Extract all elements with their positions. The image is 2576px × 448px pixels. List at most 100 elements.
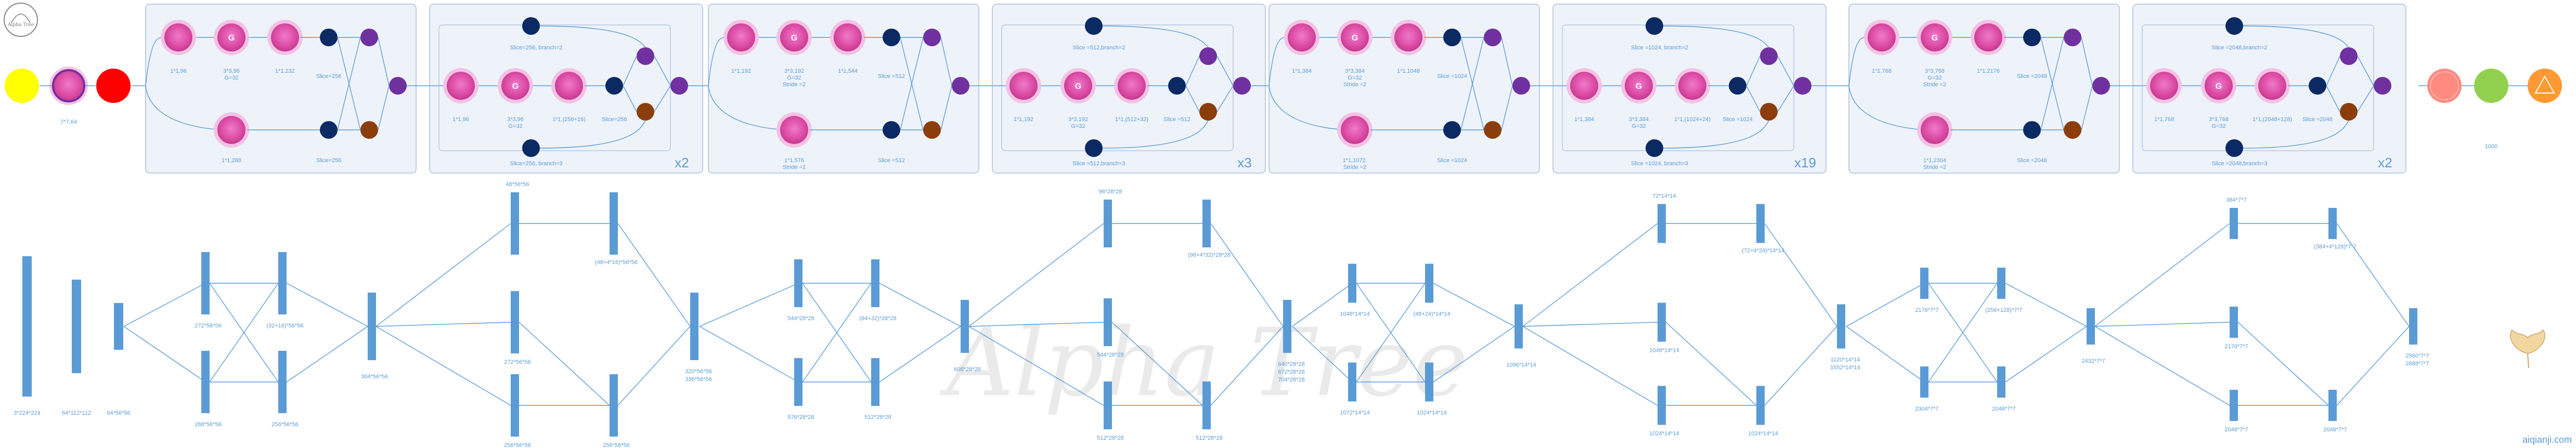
bottom-link [2094,326,2230,406]
bottom-link [2005,326,2087,383]
bottom-link [1764,326,1837,406]
bottom-link [286,283,368,327]
repeat-conv-label-line: G=32 [1632,123,1646,129]
output-merge-node [2092,77,2110,95]
bottom-link [1764,223,1837,327]
input-pool-node [96,69,131,103]
repeat-conv-1x1-a [1009,72,1038,100]
block-a-label: 544*28*28 [787,315,814,322]
repeat-link [2357,56,2374,86]
merge-label: 1096*14*14 [1506,362,1536,368]
repeat-conv-label-line: 3*3,384 [1629,116,1649,123]
slice-top-label-line: Slice =2048 [2017,73,2047,80]
merge-label-line: 1096*14*14 [1506,362,1536,368]
bottom-link [2005,283,2087,327]
stage-repeat-inner [438,24,671,151]
slice-top-node [1443,29,1461,46]
conv-group [1341,23,1369,51]
conv-label-line: G=32 [224,75,238,81]
repeat-conv-group [1625,72,1653,100]
repeat-add-node [1199,47,1217,65]
stage-out-label-3: 704*28*28 [1278,377,1304,383]
block-b-bar [1348,362,1356,402]
block-c-label-line: (256+128)*7*7 [1985,307,2022,313]
merge-link [1460,37,1484,130]
slice-bottom-label-line: Slice =512 [878,157,905,164]
merge-label-line: 2432*7*7 [2081,358,2105,364]
stage-repeat-inner [2142,24,2374,151]
repeat-conv-group-label: G [1075,82,1081,91]
repeat-link [539,25,646,48]
output-merge-node [389,77,407,95]
block-d-label: 1024*14*14 [1417,410,1447,416]
block-d-label-line: 256*56*56 [271,421,298,428]
stage-out-label-line: 320*56*56 [685,368,711,375]
repeat-conv-group-label: G [512,82,519,91]
repeat-slice-top-label-line: Slice =2048,branch=2 [2211,45,2267,51]
shortcut-label-line: Stride =2 [1923,164,1946,170]
block-a-bar [201,252,210,314]
conv-label-line: G=32 [1927,75,1941,81]
block-b-bar [794,358,802,406]
repeat-slice-bottom-label-line: Slice =512,branch=3 [1073,161,1125,167]
conv-group-label-line: G [791,34,797,43]
merge-label-line: 304*56*56 [361,374,387,380]
conv-label: 1*1,2176 [1977,68,2000,74]
slice-top-node [883,29,900,46]
block-c-bar [278,252,287,314]
conv-1x1-b [1394,23,1422,51]
conv-group-label-line: G [228,34,235,43]
conv-label-line: 1*1,2176 [1977,68,2000,74]
block-d-bar [1997,366,2005,398]
repeat-conv-label-line: G=32 [2211,123,2225,129]
block-b-label-line: 288*56*56 [195,421,221,428]
stage-out-label-line: 640*28*28 [1278,361,1304,367]
stage-out-label: 640*28*28 [1278,361,1304,367]
repeat-slice-top-label: Slice=256, branch=2 [510,45,563,51]
bottom-link [1665,322,1757,406]
merge-link [2081,85,2093,130]
bottom-link [123,326,206,383]
repeat-concat-node [1760,103,1778,121]
ginkgo-leaf-icon [2510,329,2545,368]
conv-1x1-a [1868,23,1896,51]
stage-main-box [1848,4,2120,174]
bottom-link [1292,326,1353,383]
repeat-conv-label: 1*1,(512+32) [1115,116,1148,123]
repeat-slice-label: 48*56*56 [506,181,529,188]
repeat-count: x19 [1794,155,1816,170]
conv-label: 1*1,768 [1872,68,1892,74]
block-c-label-line: (32+16)*56*56 [266,323,303,329]
repeat-conv-label-line: 3*3,192 [1068,116,1088,123]
slice-bottom-node [1443,121,1461,139]
block-b-label: 1072*14*14 [1340,410,1370,416]
repeat-slice-side-node [1729,77,1746,95]
bottom-link [1928,283,1998,383]
block-a-label-line: 544*28*28 [787,315,814,322]
conv-label-line: 3*3,96 [223,68,240,74]
bottom-link [1846,326,1925,383]
stage-out-label-2: 1552*14*14 [1830,365,1860,371]
repeat-slice-bottom-label: Slice =1024, branch=3 [1631,161,1688,167]
shortcut-conv [780,116,808,144]
conv-label: 1*1,232 [275,68,295,74]
repeat-slice-out-label: (96+4*32)*28*28 [1188,252,1231,258]
input-tensor-label-line: 64*112*112 [62,410,91,416]
repeat-conv-label-line: 3*3,768 [2209,116,2229,123]
block-c-label-line: (64+32)*28*28 [859,315,896,322]
conv-label-line: 1*1,232 [275,68,295,74]
stage-out-label-2-line: 1552*14*14 [1830,365,1860,371]
stage-repeat-inner [1562,24,1794,151]
repeat-main-label-line: 544*28*28 [1097,352,1123,358]
conv-1x1-b [1974,23,2002,51]
stage-out-label: 2560*7*7 [2405,353,2429,359]
repeat-conv-group-label-line: G [2216,82,2222,91]
repeat-concat-out-bar [2328,390,2337,421]
